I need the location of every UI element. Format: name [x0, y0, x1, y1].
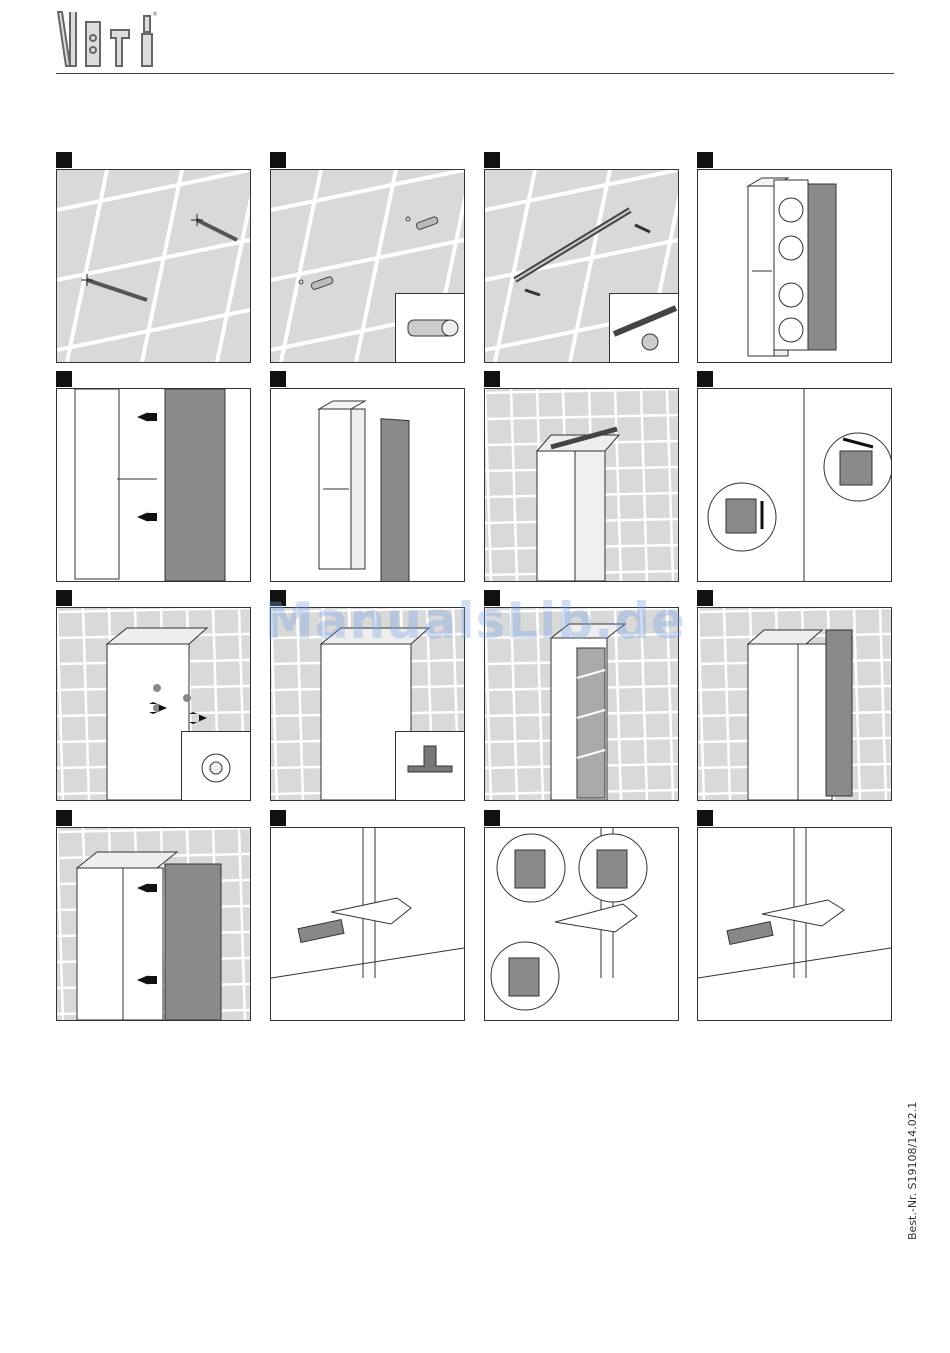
hinge-removal-icon: [56, 388, 251, 582]
order-number: Best.-Nr. S19108/14.02.1: [906, 1040, 919, 1240]
shelves-inserted-icon: [484, 607, 679, 801]
step-marker: [697, 590, 713, 606]
hinge-hole-cover-icon: [697, 388, 892, 582]
wall-rail-screws-icon: [484, 169, 679, 363]
detail-inset-icon: [395, 293, 465, 363]
assembly-step: [270, 152, 465, 363]
wall-dowels-icon: [270, 169, 465, 363]
hinge-clip-final-icon: [697, 827, 892, 1021]
hinge-adjust-icon: [484, 827, 679, 1021]
step-marker: [56, 590, 72, 606]
step-marker: [484, 371, 500, 387]
detail-inset-icon: [609, 293, 679, 363]
assembly-step: [484, 590, 679, 801]
assembly-step: [484, 371, 679, 582]
step-marker: [270, 152, 286, 168]
assembly-step: [56, 590, 251, 801]
step-marker: [56, 810, 72, 826]
step-marker: [56, 152, 72, 168]
assembly-step: [484, 810, 679, 1021]
assembly-step: [56, 152, 251, 363]
assembly-step: [697, 810, 892, 1021]
detail-inset-icon: [181, 731, 251, 801]
svg-text:®: ®: [152, 11, 158, 18]
door-reattach-icon: [56, 827, 251, 1021]
assembly-step: [270, 371, 465, 582]
step-marker: [270, 590, 286, 606]
step-marker: [56, 371, 72, 387]
assembly-step: [484, 152, 679, 363]
step-marker: [484, 152, 500, 168]
assembly-step: [270, 590, 465, 801]
step-marker: [270, 371, 286, 387]
assembly-step: [697, 371, 892, 582]
cabinet-door-open-icon: [697, 169, 892, 363]
cabinet-hanging-icon: [484, 388, 679, 582]
step-marker: [270, 810, 286, 826]
assembly-step: [270, 810, 465, 1021]
assembly-step: [56, 371, 251, 582]
wall-drilling-icon: [56, 169, 251, 363]
cabinet-door-closed-icon: [697, 607, 892, 801]
shelf-support-icon: [270, 607, 465, 801]
step-marker: [484, 810, 500, 826]
brand-logo: ®: [56, 8, 166, 70]
header-divider: [56, 73, 894, 74]
step-marker: [484, 590, 500, 606]
step-marker: [697, 371, 713, 387]
step-marker: [697, 152, 713, 168]
hinge-clip-icon: [270, 827, 465, 1021]
assembly-step: [697, 152, 892, 363]
detail-inset-icon: [395, 731, 465, 801]
assembly-step: [56, 810, 251, 1021]
assembly-step: [697, 590, 892, 801]
door-detached-icon: [270, 388, 465, 582]
step-marker: [697, 810, 713, 826]
shelf-pin-insert-icon: [56, 607, 251, 801]
